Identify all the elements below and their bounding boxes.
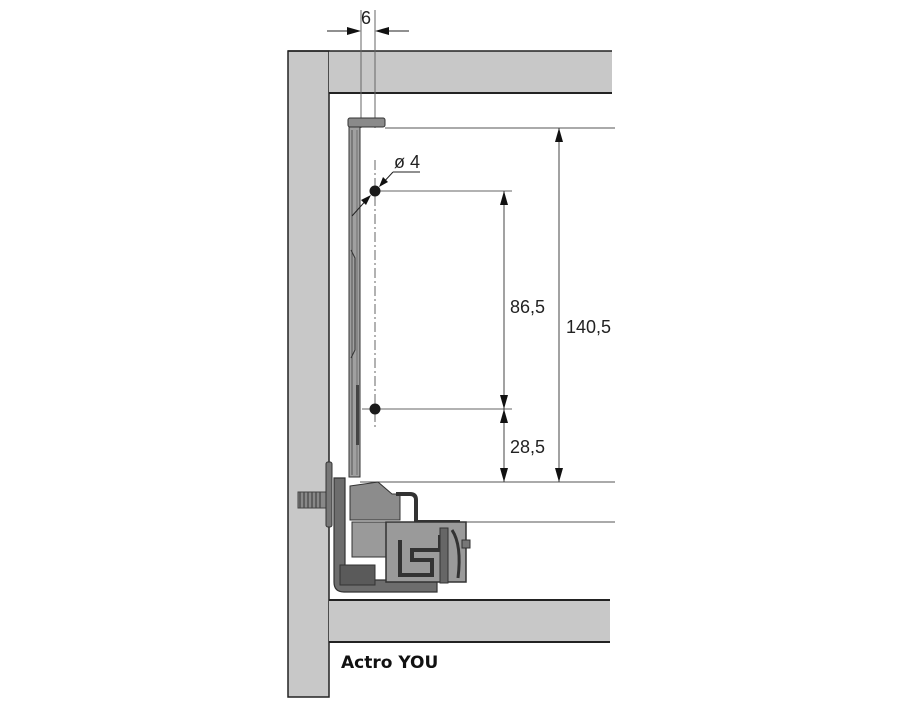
cabinet-side-panel	[287, 50, 330, 698]
label-hole-spacing: 86,5	[510, 297, 546, 317]
hole-upper	[369, 185, 381, 197]
cabinet-top-panel	[288, 50, 612, 94]
label-lower-hole-height: 28,5	[510, 437, 546, 457]
dimension-top-gap	[327, 10, 409, 128]
product-name: Actro YOU	[341, 653, 439, 673]
cabinet-bottom-panel	[329, 599, 610, 643]
runner-mechanism	[333, 477, 471, 593]
hole-lower	[369, 403, 381, 415]
dimension-hole-diameter	[351, 171, 420, 217]
drawer-side-profile	[347, 117, 386, 478]
dimension-hole-spacing	[500, 191, 508, 409]
dimension-lower-hole-height	[500, 409, 508, 482]
screw	[297, 461, 333, 528]
dimension-side-height	[555, 128, 563, 482]
label-top-gap: 6	[361, 8, 372, 28]
label-hole-diameter: ø 4	[394, 152, 421, 172]
label-side-height: 140,5	[566, 317, 612, 337]
